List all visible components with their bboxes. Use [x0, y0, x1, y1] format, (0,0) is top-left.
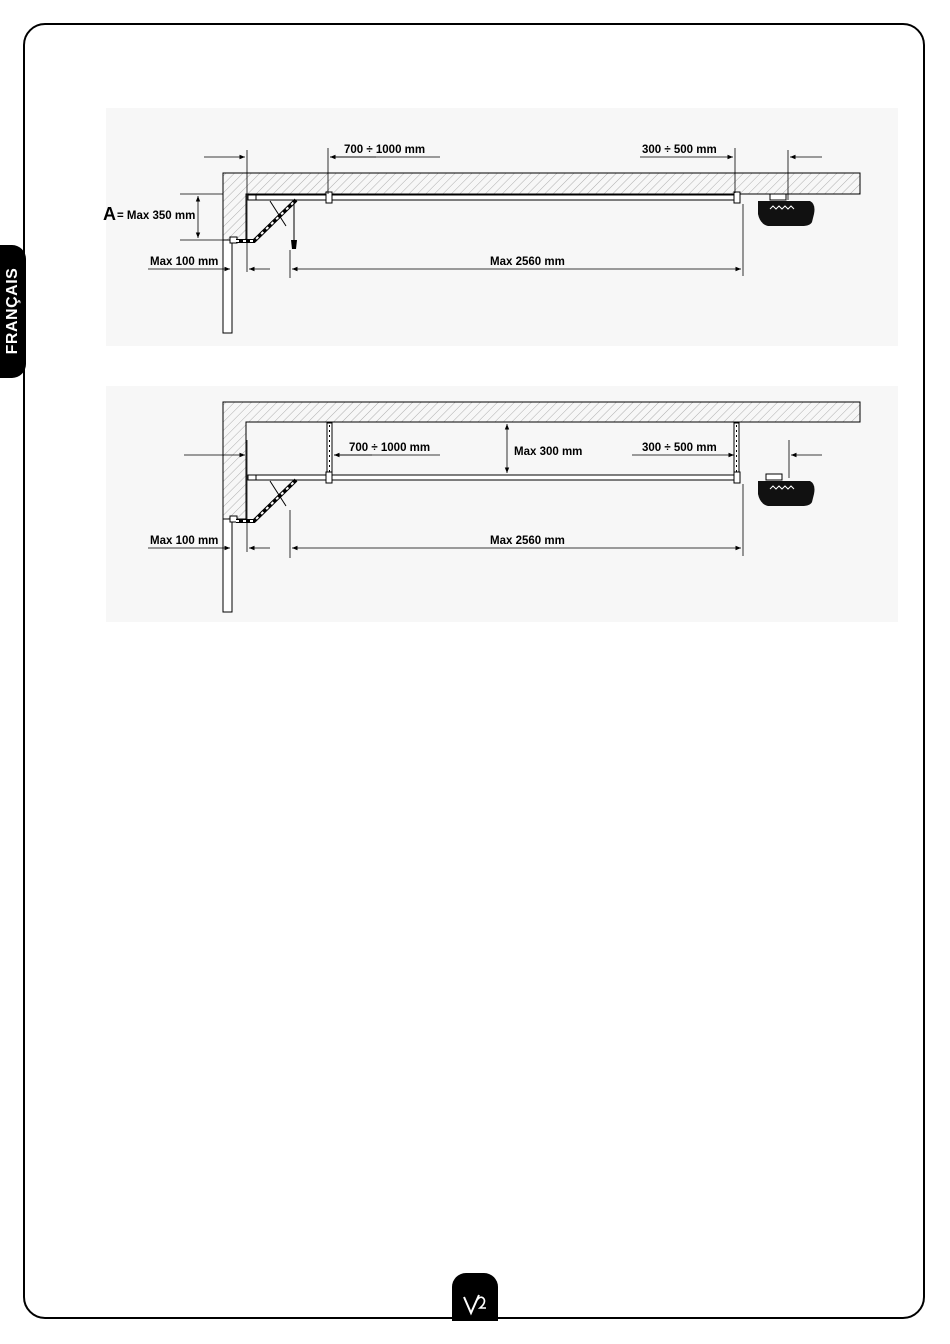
dim-700-1000-label-2: 700 ÷ 1000 mm	[349, 442, 430, 454]
dim-max-100-label-1: Max 100 mm	[150, 256, 218, 268]
door-leaf-1	[223, 240, 232, 333]
dim-300-500-label-2: 300 ÷ 500 mm	[642, 442, 717, 454]
dim-a-label-1: = Max 350 mm	[117, 210, 195, 222]
dim-max-100-label-2: Max 100 mm	[150, 535, 218, 547]
rail-1	[248, 195, 738, 200]
dim-300-500-label-1: 300 ÷ 500 mm	[642, 144, 717, 156]
door-leaf-2	[223, 519, 232, 612]
motor-head-1	[758, 201, 815, 226]
dim-max-2560-label-2: Max 2560 mm	[490, 535, 565, 547]
dim-700-1000-label-1: 700 ÷ 1000 mm	[344, 144, 425, 156]
footer-logo-tab	[452, 1273, 498, 1321]
dim-max-2560-label-1: Max 2560 mm	[490, 256, 565, 268]
v2-logo-icon	[452, 1273, 498, 1321]
dim-max-300-label-2: Max 300 mm	[514, 446, 582, 458]
rail-2	[248, 475, 738, 480]
motor-head-2	[758, 481, 815, 506]
dim-a-letter-1: A	[103, 204, 116, 224]
